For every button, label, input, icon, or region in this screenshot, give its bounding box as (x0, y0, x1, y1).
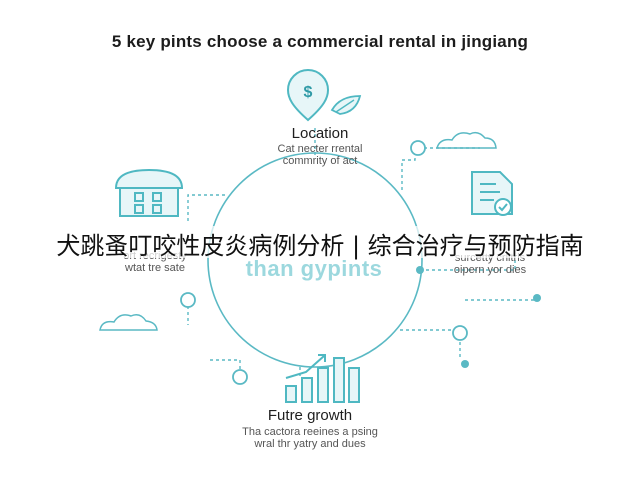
bar-chart-growth-icon (285, 354, 360, 403)
cloud-icon (435, 131, 497, 149)
location-pin-dollar-icon: $ (286, 69, 362, 122)
junction-small-dot (533, 294, 541, 302)
node-location-desc: Cat necter rrental (277, 143, 363, 155)
connector-right-lower (400, 329, 461, 360)
center-text: than gypints (245, 256, 383, 281)
node-growth-title: Futre growth (267, 407, 353, 424)
connector-right (420, 255, 516, 271)
node-growth-desc: wral thr yatry and dues (254, 438, 366, 450)
document-check-icon (471, 171, 513, 216)
node-location-title: Location (291, 125, 349, 142)
junction-dots (180, 140, 468, 385)
node-right-desc: oipern yor dies (453, 264, 527, 276)
junction-dot (410, 140, 426, 156)
connector-bottom-left (210, 359, 241, 375)
overlay-banner-text: 犬跳蚤叮咬性皮炎病例分析 | 综合治疗与预防指南 (56, 232, 584, 260)
page-title: 5 key pints choose a commercial rental i… (111, 32, 529, 51)
junction-small-dots (416, 266, 541, 368)
svg-text:$: $ (304, 84, 313, 101)
junction-dot (232, 369, 248, 385)
junction-dot (452, 325, 468, 341)
node-location-desc: commrity of act (282, 155, 358, 167)
overlay-banner (0, 226, 640, 258)
connector-left (187, 194, 225, 222)
building-icon (114, 168, 184, 217)
junction-dot (180, 292, 196, 308)
junction-small-dot (461, 360, 469, 368)
node-left-desc: wtat tre sate (125, 262, 185, 274)
cloud-icon (99, 314, 158, 331)
node-growth-desc: Tha cactora reeines a psing (242, 426, 378, 438)
junction-small-dot (416, 266, 424, 274)
